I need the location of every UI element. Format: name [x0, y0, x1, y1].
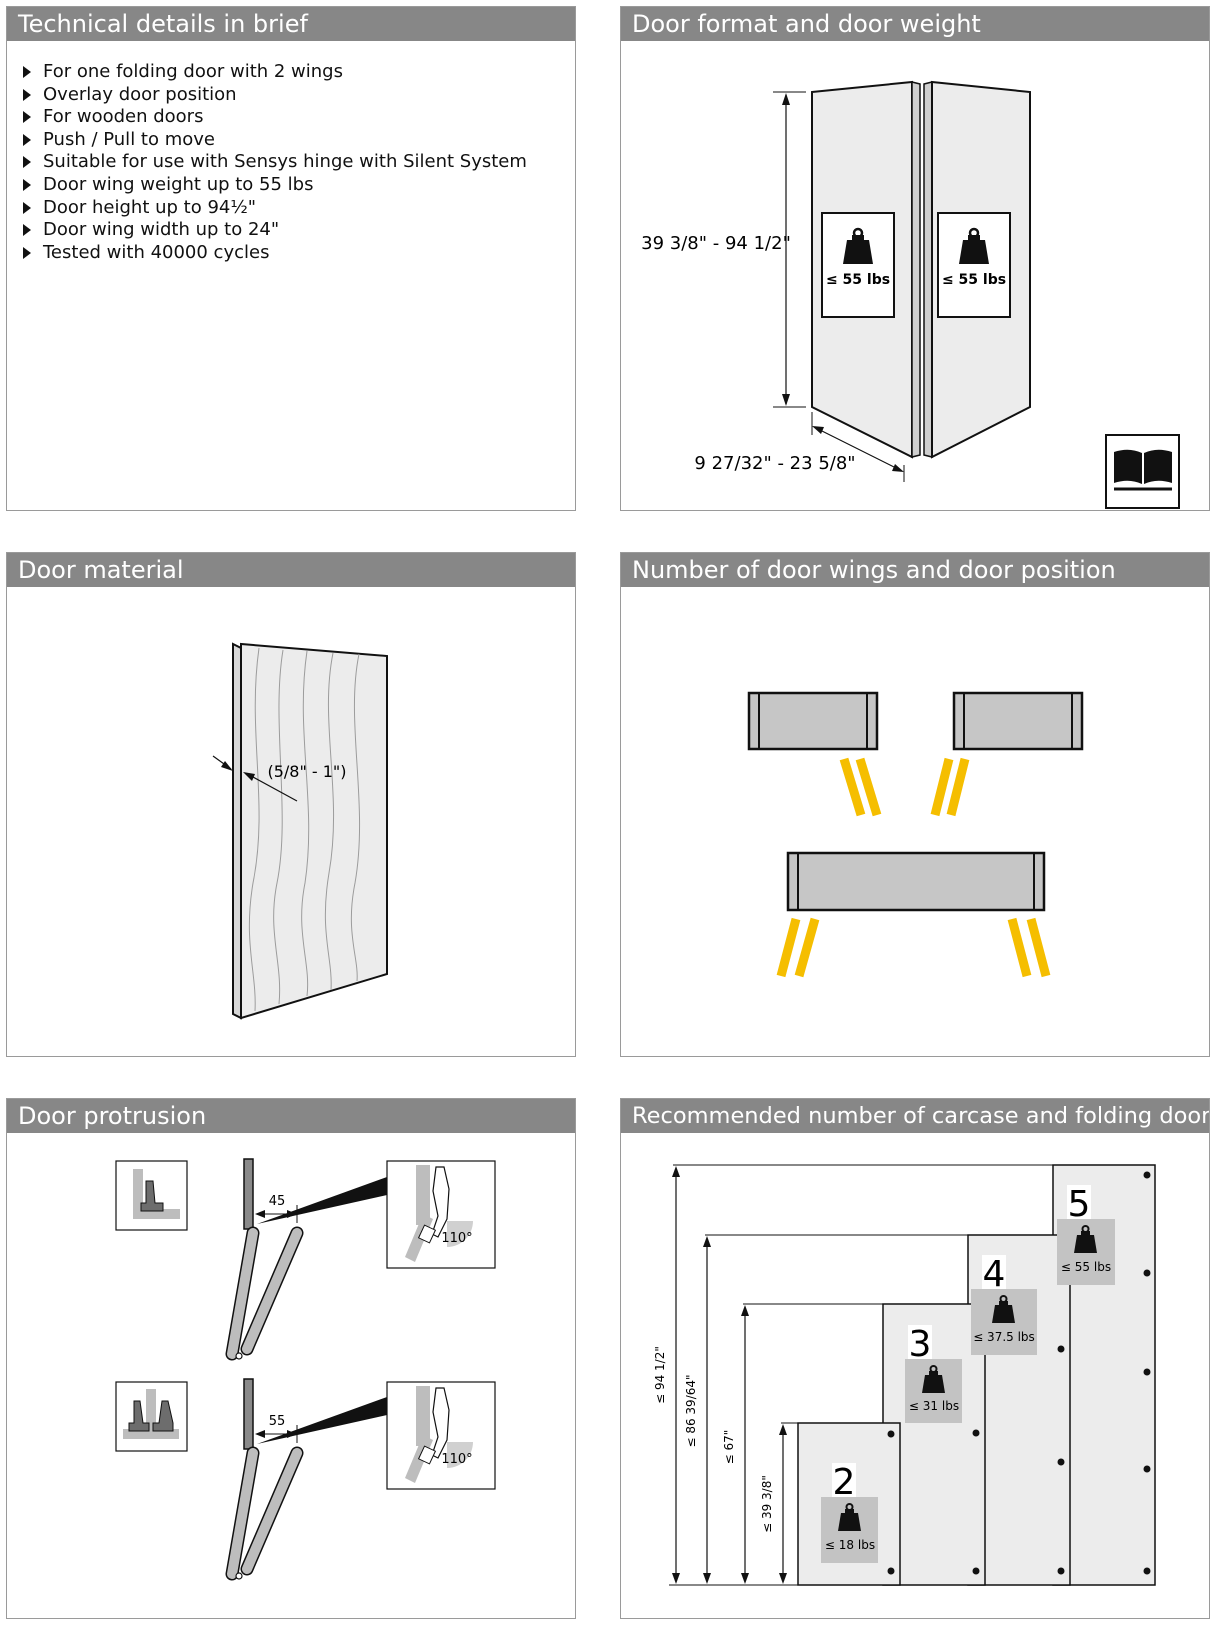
hinge-count-5: 5 — [1068, 1184, 1091, 1225]
bullet-triangle-icon — [23, 133, 31, 146]
height-guide-lines — [669, 1164, 1053, 1586]
panel-title: Technical details in brief — [7, 7, 575, 41]
list-item: Door height up to 94½" — [21, 197, 527, 220]
zoom-wedge — [257, 1177, 387, 1224]
thickness-line — [252, 776, 298, 802]
weight-icon — [992, 1295, 1015, 1323]
hinge-count-3: 3 — [909, 1324, 932, 1365]
bullet-triangle-icon — [23, 111, 31, 124]
height-label-2: ≤ 39 3/8" — [760, 1475, 774, 1533]
arrow-left-icon — [812, 426, 824, 434]
list-item: Door wing width up to 24" — [21, 219, 527, 242]
list-item: Overlay door position — [21, 84, 527, 107]
hinge-double-icon — [115, 1381, 188, 1452]
technical-details-list: For one folding door with 2 wings Overla… — [21, 61, 527, 264]
opening-angle-label: 110° — [441, 1452, 472, 1467]
protrusion-value: 55 — [269, 1414, 286, 1429]
hinge-detail-icon: 110° — [386, 1160, 496, 1269]
carcase-side — [243, 1158, 254, 1230]
arrow-up-icon — [782, 93, 790, 105]
weight-limit-5: ≤ 55 lbs — [1061, 1260, 1111, 1274]
technical-details-panel: Technical details in brief For one foldi… — [6, 6, 576, 511]
weight-icon — [838, 1503, 861, 1531]
arrow-left-icon — [255, 1430, 265, 1438]
list-item: For wooden doors — [21, 106, 527, 129]
thickness-label: (5/8" - 1") — [267, 762, 346, 781]
height-label-3: ≤ 67" — [722, 1430, 736, 1465]
cabinet-top-right — [952, 691, 1084, 751]
height-range-label: 39 3/8" - 94 1/2" — [641, 233, 791, 254]
hinge-single-icon — [115, 1160, 188, 1231]
panel-title: Door material — [7, 553, 575, 587]
door-panel-edge — [232, 642, 242, 1020]
left-door-edge — [911, 81, 921, 458]
weight-box-left — [821, 212, 895, 318]
hinge-detail-icon: 110° — [386, 1381, 496, 1490]
hinge-count-4: 4 — [983, 1254, 1006, 1295]
right-door-edge — [923, 81, 933, 458]
door-wings-diagram — [747, 691, 1084, 978]
weight-icon — [843, 227, 873, 264]
hinge-count-2: 2 — [833, 1462, 856, 1503]
door-wing-markers — [776, 757, 1051, 978]
protrusion-value: 45 — [269, 1194, 286, 1209]
height-label-4: ≤ 86 39/64" — [684, 1374, 698, 1447]
door-material-diagram: (5/8" - 1") — [212, 642, 388, 1020]
arrow-right-icon — [892, 464, 904, 472]
list-item: Suitable for use with Sensys hinge with … — [21, 151, 527, 174]
weight-limit-4: ≤ 37.5 lbs — [973, 1330, 1035, 1344]
hinges-panel: Recommended number of carcase and foldin… — [620, 1098, 1210, 1619]
weight-limit-3: ≤ 31 lbs — [909, 1399, 959, 1413]
opening-angle-label: 110° — [441, 1231, 472, 1246]
arrow-right-icon — [221, 761, 233, 771]
hinge-count-diagram: ≤ 39 3/8" ≤ 67" ≤ 86 39/64" ≤ 94 1/2" 2 … — [653, 1164, 1156, 1586]
list-item: Push / Pull to move — [21, 129, 527, 152]
list-item: Tested with 40000 cycles — [21, 242, 527, 265]
door-wings-panel: Number of door wings and door position — [620, 552, 1210, 1057]
height-label-5: ≤ 94 1/2" — [653, 1346, 667, 1404]
weight-icon — [1074, 1225, 1097, 1253]
door-protrusion-panel: Door protrusion 45 110 — [6, 1098, 576, 1619]
bullet-triangle-icon — [23, 201, 31, 214]
panel-title: Door format and door weight — [621, 7, 1209, 41]
door-protrusion-diagram: 45 110° 55 — [115, 1158, 496, 1581]
cabinet-wide — [786, 851, 1046, 912]
arrow-down-icon — [782, 394, 790, 406]
list-item: For one folding door with 2 wings — [21, 61, 527, 84]
bullet-triangle-icon — [23, 88, 31, 101]
door-panel-face — [240, 642, 388, 1020]
bullet-triangle-icon — [23, 156, 31, 169]
panel-title: Recommended number of carcase and foldin… — [621, 1099, 1209, 1133]
bullet-triangle-icon — [23, 66, 31, 78]
weight-label-left: ≤ 55 lbs — [826, 272, 890, 288]
dimension-arrows — [672, 1166, 787, 1584]
wood-grain — [248, 647, 361, 1012]
weight-box-right — [937, 212, 1011, 318]
book-icon — [1105, 434, 1180, 509]
panel-title: Door protrusion — [7, 1099, 575, 1133]
bullet-triangle-icon — [23, 224, 31, 237]
zoom-wedge — [257, 1397, 387, 1444]
folded-door-wings — [225, 1226, 304, 1361]
bullet-triangle-icon — [23, 246, 31, 259]
door-format-panel: Door format and door weight ≤ 55 lbs ≤ 5… — [620, 6, 1210, 511]
door-format-diagram: ≤ 55 lbs ≤ 55 lbs 39 3/8" - 94 1/2" 9 27… — [641, 80, 1180, 509]
height-dimension-lines — [675, 1169, 784, 1581]
arrow-left-icon — [255, 1210, 265, 1218]
door-material-panel: Door material (5/8" - 1") — [6, 552, 576, 1057]
folded-door-wings — [225, 1446, 304, 1581]
list-item: Door wing weight up to 55 lbs — [21, 174, 527, 197]
arrow-left-icon — [243, 772, 255, 781]
weight-icon — [959, 227, 989, 264]
bullet-triangle-icon — [23, 178, 31, 191]
width-range-label: 9 27/32" - 23 5/8" — [694, 453, 855, 474]
panel-title: Number of door wings and door position — [621, 553, 1209, 587]
cabinet-top-left — [747, 691, 879, 751]
weight-label-right: ≤ 55 lbs — [942, 272, 1006, 288]
carcase-side — [243, 1378, 254, 1450]
weight-limit-2: ≤ 18 lbs — [825, 1538, 875, 1552]
width-dimension-line — [813, 426, 903, 472]
weight-icon — [922, 1365, 945, 1393]
